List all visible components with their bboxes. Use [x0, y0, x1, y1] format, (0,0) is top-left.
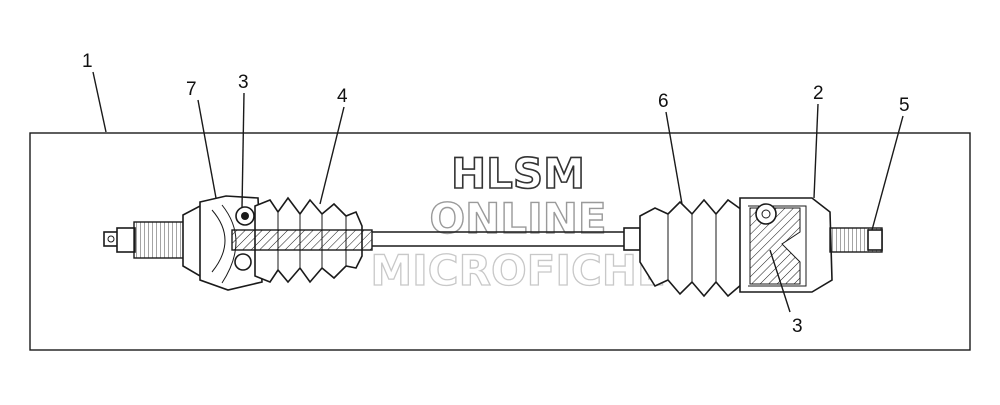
callout-3-lower: 3: [792, 316, 803, 337]
watermark-line-3: MICROFICHE: [370, 246, 665, 295]
callout-2: 2: [813, 83, 824, 104]
callouts: 1 7 3 4 6 2 5 3: [82, 51, 910, 337]
callout-6: 6: [658, 91, 669, 112]
axle-shaft: [231, 229, 628, 251]
watermark-line-2: ONLINE: [429, 194, 606, 243]
callout-1: 1: [82, 51, 93, 72]
inboard-cv-joint: [739, 197, 883, 293]
watermark-line-1: HLSM: [451, 149, 585, 198]
callout-7: 7: [186, 79, 197, 100]
leader-lines: [92, 71, 904, 313]
watermark: HLSM ONLINE MICROFICHE: [370, 148, 667, 295]
callout-5: 5: [899, 95, 910, 116]
callout-3-upper: 3: [238, 72, 249, 93]
callout-4: 4: [337, 86, 348, 107]
outboard-cv-joint: [103, 195, 263, 291]
